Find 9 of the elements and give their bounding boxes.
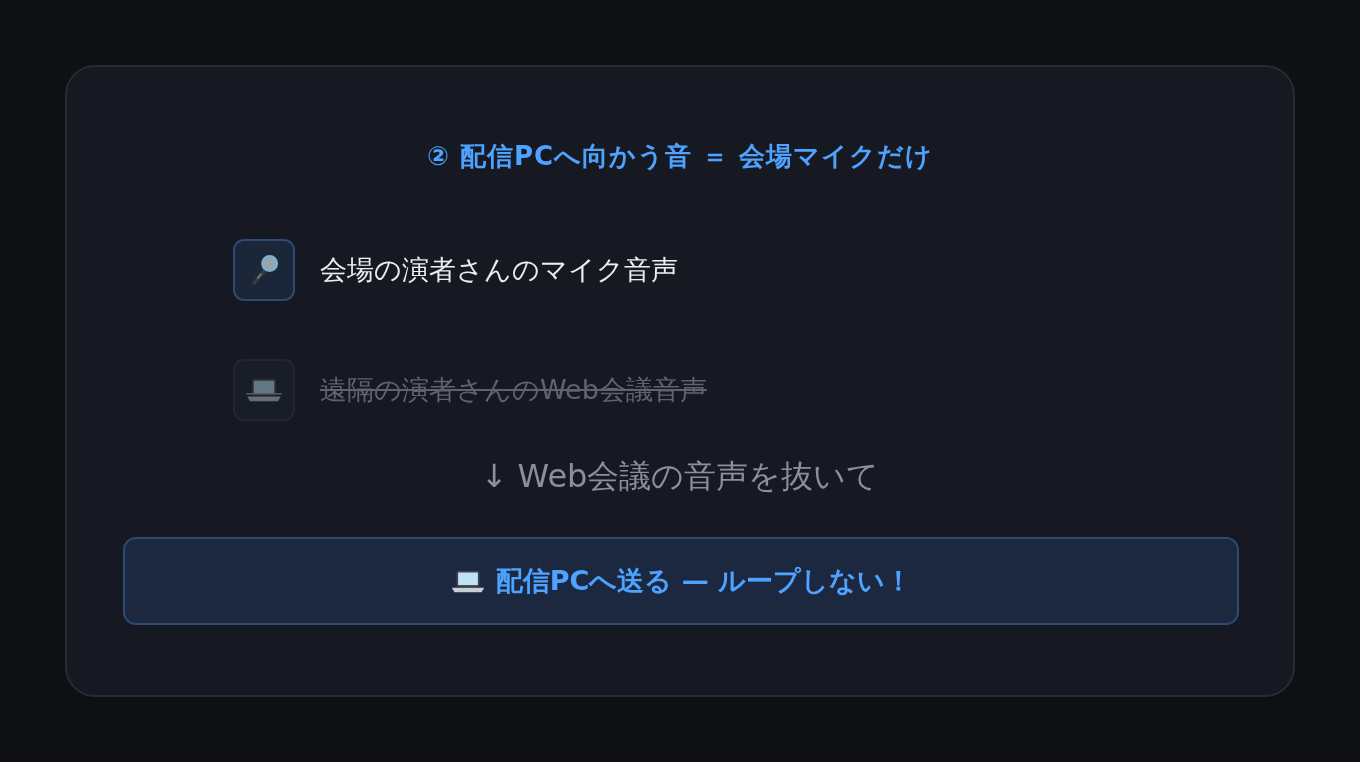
- heading: ② 配信PCへ向かう音 ＝ 会場マイクだけ: [425, 140, 935, 173]
- result-text: 配信PCへ送る — ループしない！: [495, 564, 913, 598]
- card-background: [65, 65, 1295, 697]
- crossed-out-text: 遠隔の演者さんのWeb会議音声: [320, 376, 707, 403]
- result-box: [123, 537, 1239, 625]
- source-text: 会場の演者さんのマイク音声: [320, 256, 678, 283]
- note-text: ↓ Web会議の音声を抜いて: [479, 456, 881, 497]
- icon-box: [233, 359, 295, 421]
- icon-box: [233, 239, 295, 301]
